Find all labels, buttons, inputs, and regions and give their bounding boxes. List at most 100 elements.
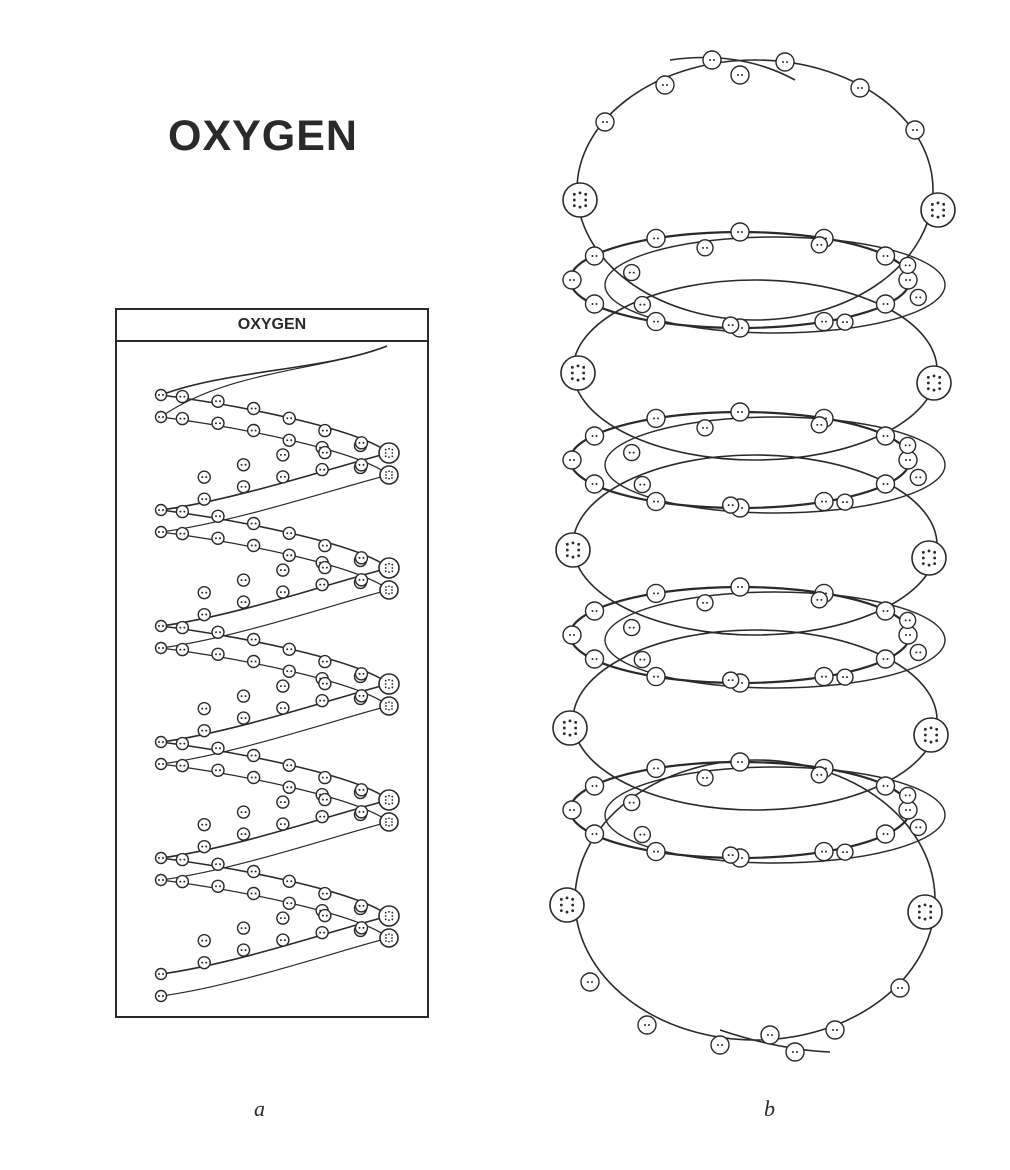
electron-shell bbox=[154, 851, 168, 865]
electron-dot bbox=[219, 747, 221, 750]
electron-shell bbox=[898, 436, 917, 455]
electron-dot bbox=[323, 583, 326, 586]
electron-dot bbox=[319, 468, 322, 471]
electron-shell bbox=[622, 263, 641, 282]
proton-dot bbox=[559, 897, 563, 901]
electron-dot bbox=[323, 468, 326, 471]
proton-dot bbox=[942, 208, 946, 212]
electron-dot bbox=[657, 767, 659, 770]
electron-dot bbox=[644, 1024, 646, 1026]
electron-dot bbox=[279, 917, 282, 920]
electron-dot bbox=[882, 483, 885, 485]
electron-shell bbox=[315, 693, 329, 708]
electron-shell bbox=[646, 311, 666, 332]
electron-dot bbox=[240, 833, 243, 836]
nucleus bbox=[552, 710, 588, 746]
proton-dot bbox=[917, 904, 921, 908]
electron-dot bbox=[323, 931, 326, 934]
electron-dot bbox=[244, 811, 247, 814]
electron-dot bbox=[886, 483, 889, 485]
electron-shell bbox=[246, 770, 261, 785]
electron-shell bbox=[354, 667, 369, 681]
electron-dot bbox=[254, 870, 257, 873]
electron-shell bbox=[909, 643, 928, 662]
electron-shell bbox=[702, 50, 722, 70]
electron-dot bbox=[162, 995, 164, 997]
electron-dot bbox=[737, 586, 739, 588]
electron-dot bbox=[215, 885, 217, 888]
electron-dot bbox=[904, 794, 907, 797]
proton-dot bbox=[926, 387, 930, 391]
electron-shell bbox=[721, 316, 740, 334]
proton-dot bbox=[921, 550, 925, 554]
electron-dot bbox=[362, 672, 365, 675]
electron-shell bbox=[875, 776, 896, 796]
electron-dot bbox=[901, 987, 903, 989]
electron-dot bbox=[219, 863, 221, 866]
electron-shell bbox=[622, 793, 641, 812]
proton-dot bbox=[572, 198, 576, 202]
proton-dot bbox=[577, 548, 581, 552]
electron-shell bbox=[909, 818, 928, 837]
electron-shell bbox=[154, 873, 168, 887]
electron-shell bbox=[905, 120, 925, 140]
electron-dot bbox=[653, 237, 655, 240]
electron-dot bbox=[250, 544, 253, 547]
electron-dot bbox=[731, 854, 734, 857]
electron-dot bbox=[244, 833, 247, 836]
electron-dot bbox=[727, 504, 730, 507]
electron-dot bbox=[841, 321, 844, 324]
electron-dot bbox=[162, 763, 164, 765]
electron-shell bbox=[354, 689, 369, 703]
proton-dot bbox=[388, 817, 390, 820]
proton-dot bbox=[385, 821, 387, 823]
electron-dot bbox=[358, 441, 361, 444]
electron-dot bbox=[162, 625, 164, 627]
electron-shell bbox=[318, 654, 332, 669]
electron-dot bbox=[657, 417, 659, 420]
proton-dot bbox=[391, 563, 394, 566]
electron-shell bbox=[898, 786, 917, 805]
proton-dot bbox=[388, 678, 390, 681]
electron-dot bbox=[205, 939, 208, 942]
electron-dot bbox=[286, 648, 289, 651]
proton-dot bbox=[388, 794, 390, 797]
electron-dot bbox=[706, 601, 709, 604]
electron-dot bbox=[286, 786, 289, 789]
electron-dot bbox=[254, 407, 257, 410]
electron-dot bbox=[727, 679, 730, 682]
proton-dot bbox=[929, 910, 933, 914]
electron-dot bbox=[215, 631, 217, 634]
electron-ring bbox=[604, 416, 946, 514]
electron-dot bbox=[820, 423, 823, 426]
electron-dot bbox=[319, 583, 322, 586]
proton-dot bbox=[384, 915, 387, 917]
electron-dot bbox=[325, 682, 328, 685]
electron-dot bbox=[179, 532, 182, 535]
electron-dot bbox=[709, 59, 711, 61]
electron-dot bbox=[279, 569, 282, 572]
electron-dot bbox=[244, 695, 247, 698]
electron-dot bbox=[643, 303, 646, 306]
proton-dot bbox=[927, 549, 931, 553]
proton-dot bbox=[385, 934, 387, 936]
helix-strand-1 bbox=[160, 345, 391, 975]
proton-dot bbox=[570, 371, 574, 375]
electron-dot bbox=[904, 264, 907, 267]
electron-dot bbox=[741, 231, 743, 233]
nucleus bbox=[378, 673, 400, 695]
electron-shell bbox=[909, 468, 928, 487]
electron-dot bbox=[158, 647, 160, 649]
electron-shell bbox=[246, 654, 261, 669]
electron-dot bbox=[283, 475, 286, 478]
proton-dot bbox=[929, 740, 933, 744]
electron-shell bbox=[154, 989, 168, 1003]
electron-dot bbox=[908, 794, 911, 797]
proton-dot bbox=[391, 818, 393, 820]
electron-dot bbox=[279, 591, 282, 594]
electron-dot bbox=[290, 764, 293, 767]
electron-shell bbox=[814, 666, 834, 687]
electron-dot bbox=[219, 885, 221, 888]
electron-dot bbox=[595, 658, 598, 660]
electron-shell bbox=[236, 921, 251, 935]
